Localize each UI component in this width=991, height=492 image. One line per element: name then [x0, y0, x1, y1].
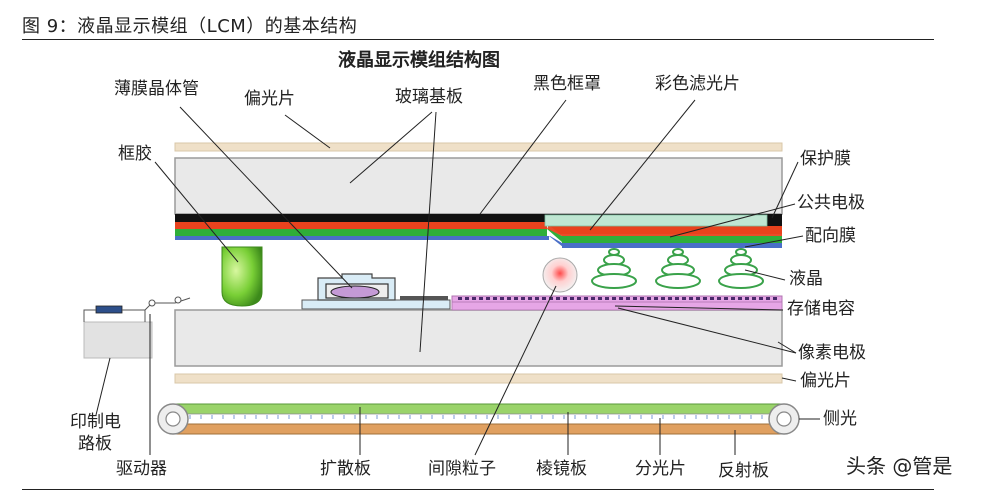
label-spacer: 间隙粒子 [428, 459, 496, 479]
spacer-ball [542, 257, 578, 293]
electrode-dot [654, 297, 658, 300]
glass-substrate-top [174, 157, 783, 215]
leader-lines [95, 99, 820, 456]
electrode-dot [633, 297, 637, 300]
electrode-dot [556, 297, 560, 300]
electrode-dot [689, 297, 693, 300]
electrode-dot [472, 297, 476, 300]
figure-caption: 图 9：液晶显示模组（LCM）的基本结构 [22, 16, 358, 37]
label-tft: 薄膜晶体管 [114, 79, 199, 99]
label-pcb-line1: 印制电 [70, 412, 121, 432]
electrode-dot [605, 297, 609, 300]
electrode-dot [675, 297, 679, 300]
electrode-dot [661, 297, 665, 300]
label-driver: 驱动器 [116, 459, 167, 479]
electrode-dot [626, 297, 630, 300]
polarizer-bottom-layer [174, 373, 783, 384]
label-alignment-film: 配向膜 [805, 226, 856, 246]
color-filter-block [544, 214, 768, 227]
electrode-dot [752, 297, 756, 300]
electrode-dot [577, 297, 581, 300]
electrode-dot [598, 297, 602, 300]
electrode-dot [514, 297, 518, 300]
blue-layer-right [562, 243, 782, 248]
label-pcb-line2: 路板 [78, 434, 112, 454]
label-pixel-electrode: 像素电极 [798, 343, 866, 363]
red-layer-left [175, 222, 548, 229]
polarizer-top-layer [174, 142, 783, 152]
electrode-dot [458, 297, 462, 300]
electrode-dot [521, 297, 525, 300]
backlight-unit [157, 403, 800, 435]
pcb-driver [83, 296, 191, 359]
electrode-dot [696, 297, 700, 300]
electrode-dot [493, 297, 497, 300]
label-polarizer-top: 偏光片 [244, 89, 295, 109]
label-polarizer-bottom: 偏光片 [800, 371, 851, 391]
label-protective-film: 保护膜 [800, 149, 851, 169]
electrode-dot [535, 297, 539, 300]
liquid-crystal-group [591, 248, 764, 289]
electrode-dot [542, 297, 546, 300]
electrode-dot [759, 297, 763, 300]
label-prism: 棱镜板 [536, 459, 587, 479]
electrode-dot [570, 297, 574, 300]
label-common-electrode: 公共电极 [797, 193, 865, 213]
electrode-dot [710, 297, 714, 300]
electrode-dot [500, 297, 504, 300]
electrode-dot [465, 297, 469, 300]
label-sealant: 框胶 [118, 144, 152, 164]
label-reflector: 反射板 [718, 461, 769, 481]
diagram-title: 液晶显示模组结构图 [338, 50, 500, 71]
electrode-dot [612, 297, 616, 300]
label-color-filter: 彩色滤光片 [655, 74, 740, 94]
green-layer-right [562, 236, 782, 243]
tft-structure [301, 273, 451, 313]
electrode-dots [458, 297, 777, 300]
label-liquid-crystal: 液晶 [789, 269, 823, 289]
electrode-dot [584, 297, 588, 300]
sealant [221, 246, 263, 307]
electrode-dot [703, 297, 707, 300]
watermark: 头条 @管是 [846, 454, 953, 478]
electrode-dot [724, 297, 728, 300]
electrode-dot [486, 297, 490, 300]
electrode-dot [717, 297, 721, 300]
electrode-dot [507, 297, 511, 300]
label-black-matrix: 黑色框罩 [533, 74, 601, 94]
electrode-dot [668, 297, 672, 300]
electrode-dot [647, 297, 651, 300]
label-light-guide: 分光片 [635, 459, 686, 479]
electrode-dot [745, 297, 749, 300]
electrode-dot [731, 297, 735, 300]
electrode-dot [591, 297, 595, 300]
electrode-dot [773, 297, 777, 300]
caption-divider [22, 39, 934, 40]
electrode-dot [479, 297, 483, 300]
electrode-dot [549, 297, 553, 300]
glass-substrate-bottom [174, 309, 783, 367]
label-side-light: 侧光 [823, 409, 857, 429]
electrode-dot [619, 297, 623, 300]
blue-layer-left [175, 236, 549, 240]
label-diffuser: 扩散板 [320, 459, 371, 479]
electrode-dot [766, 297, 770, 300]
green-layer-left [175, 229, 547, 236]
electrode-dot [528, 297, 532, 300]
electrode-dot [738, 297, 742, 300]
label-storage-capacitor: 存储电容 [787, 299, 855, 319]
red-layer-right [548, 226, 782, 236]
bottom-divider [22, 489, 934, 490]
electrode-dot [682, 297, 686, 300]
electrode-dot [563, 297, 567, 300]
label-glass-substrate: 玻璃基板 [395, 87, 463, 107]
electrode-dot [640, 297, 644, 300]
